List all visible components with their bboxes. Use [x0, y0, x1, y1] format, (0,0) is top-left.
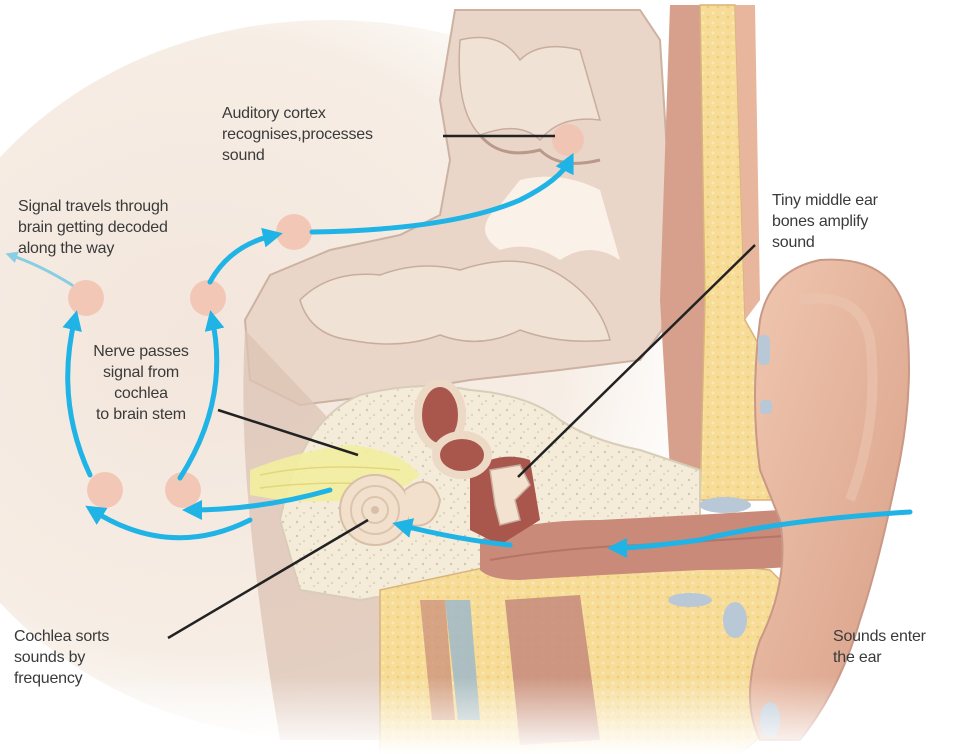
signal-arrows [5, 152, 913, 558]
arrow-left-branch [85, 505, 253, 541]
ossicles [489, 464, 531, 526]
label-cochlea-sorts: Cochlea sorts sounds by frequency [14, 628, 110, 687]
arrow-offscreen [5, 251, 74, 287]
arrow-nerve [182, 487, 333, 520]
leader-cochlea [167, 518, 369, 640]
semicircular-canals [414, 379, 492, 479]
leader-lines [167, 134, 756, 640]
label-auditory-cortex: Auditory cortex recognises,processes sou… [222, 105, 373, 164]
label-middle-ear-bones: Tiny middle ear bones amplify sound [772, 192, 878, 251]
label-sounds-enter: Sounds enter the ear [833, 628, 926, 666]
arrow-to-upper-node [207, 227, 283, 285]
arrow-left-up [62, 310, 93, 478]
arrow-to-cochlea [392, 518, 513, 548]
leader-middle-ear [517, 244, 756, 478]
arrow-to-cortex [309, 152, 574, 235]
relay-nodes [68, 124, 584, 508]
arrow-right-up [177, 310, 225, 481]
label-nerve-passes: Nerve passes signal from cochlea to brai… [93, 343, 189, 423]
arrow-sound-enter [607, 509, 913, 558]
label-signal-travels: Signal travels through brain getting dec… [18, 198, 169, 257]
leader-nerve [217, 408, 359, 457]
auditory-cortex-node [552, 124, 584, 156]
